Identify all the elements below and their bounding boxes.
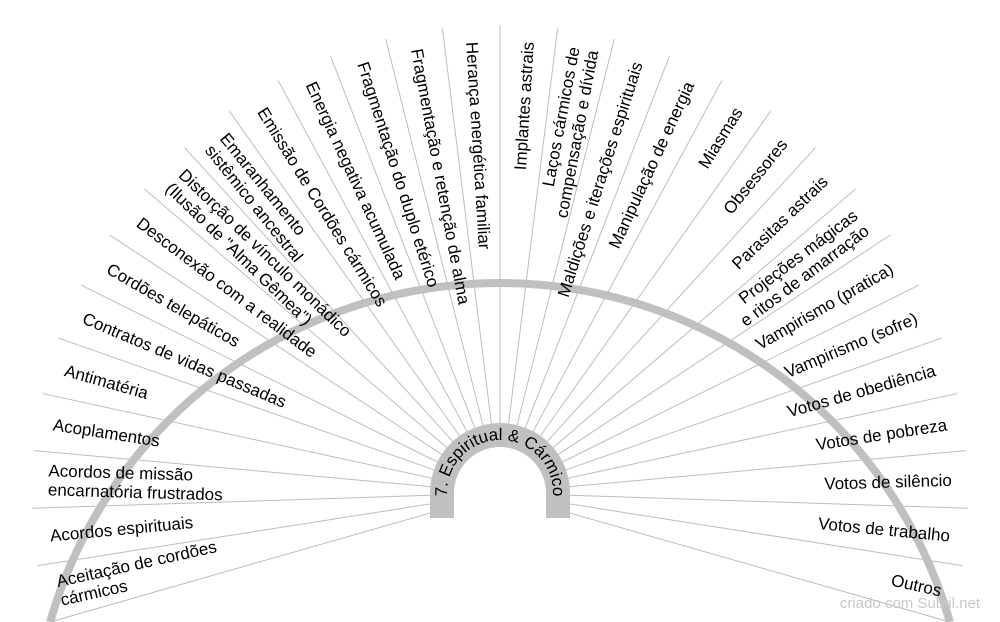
sector-label-line: Votos de trabalho: [817, 514, 951, 545]
sector-dividers: [32, 25, 968, 622]
sector-divider: [37, 503, 431, 567]
sector-divider: [277, 80, 468, 432]
sector-divider: [42, 393, 432, 479]
sector-divider: [385, 39, 484, 426]
sector-label-line: encarnatória frustrados: [48, 480, 223, 504]
sector-divider: [552, 188, 857, 448]
sector-label-line: Contratos de vidas passadas: [80, 309, 289, 412]
sector-label-line: Antimatéria: [62, 361, 150, 403]
sector-label-line: Obsessores: [720, 135, 792, 218]
sector-divider: [49, 511, 433, 622]
outer-rim: [46, 278, 954, 622]
sector-divider: [532, 80, 723, 432]
sector-divider: [228, 110, 460, 437]
sector-label-line: Miasmas: [695, 104, 747, 172]
sector-divider: [524, 56, 670, 428]
sector-divider: [184, 147, 454, 442]
sector-label: Contratos de vidas passadas: [80, 309, 289, 412]
sector-divider: [508, 28, 559, 424]
sector-divider: [565, 337, 942, 471]
sector-divider: [569, 503, 963, 567]
sector-divider: [546, 147, 816, 442]
sector-divider: [80, 284, 438, 463]
sector-label: Obsessores: [720, 135, 792, 218]
credit-text: criado com Subtil.net: [839, 595, 980, 612]
sector-label: Antimatéria: [62, 361, 150, 403]
sector-label-line: Acoplamentos: [52, 415, 161, 450]
sector-label: Fragmentação e retenção de alma: [407, 47, 474, 306]
sector-label-line: Acordos espirituais: [49, 513, 194, 545]
sector-divider: [58, 337, 435, 471]
sector-label: Implantes astrais: [511, 41, 538, 170]
sector-label: Votos de trabalho: [817, 514, 951, 545]
sector-divider: [441, 28, 492, 424]
sector-divider: [330, 56, 476, 428]
sector-divider: [540, 110, 772, 437]
sector-label-line: Acordos de missão: [48, 461, 193, 484]
sector-label: Acordos espirituais: [49, 513, 194, 545]
sector-label: Votos de silêncio: [824, 471, 952, 494]
sector-label-line: Implantes astrais: [511, 41, 538, 170]
sector-label: Herança energética familiar: [462, 41, 494, 250]
sector-divider: [569, 494, 968, 509]
sector-divider: [143, 188, 448, 448]
sector-label-line: Fragmentação e retenção de alma: [407, 47, 474, 306]
sector-divider: [516, 39, 615, 426]
sector-divider: [568, 393, 958, 479]
sector-divider: [562, 284, 920, 463]
sector-label-line: Herança energética familiar: [462, 41, 494, 250]
sector-label-line: Votos de silêncio: [824, 471, 952, 494]
sector-label: Miasmas: [695, 104, 747, 172]
hub-ring: [430, 423, 570, 518]
sector-label: Acoplamentos: [52, 415, 161, 450]
sector-divider: [569, 450, 967, 488]
sector-label: Acordos de missãoencarnatória frustrados: [48, 461, 224, 504]
sector-divider: [33, 450, 431, 488]
sector-divider: [567, 511, 951, 622]
